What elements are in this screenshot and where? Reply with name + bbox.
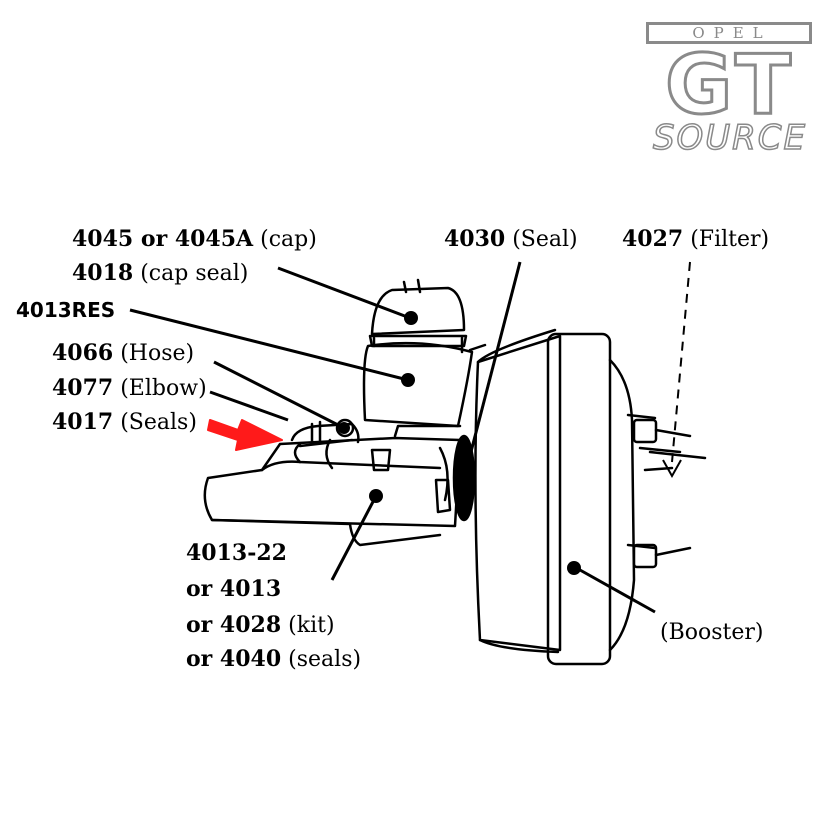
- leader-cap: [277, 266, 411, 320]
- label-cylinder-4013: or 4013: [186, 576, 282, 602]
- label-cylinder-seals: or 4040 (seals): [186, 646, 362, 672]
- leader-seal: [463, 261, 522, 476]
- leader-reservoir: [129, 308, 409, 382]
- label-filter: 4027 (Filter): [622, 226, 770, 252]
- opel-gt-source-logo: OPEL GT SOURCE: [632, 18, 828, 158]
- filter-arrowhead: [662, 459, 682, 479]
- label-cap-seal: 4018 (cap seal): [72, 260, 249, 286]
- leader-cylinder: [330, 495, 378, 581]
- label-cylinder-kit: or 4028 (kit): [186, 612, 335, 638]
- reservoir: [362, 336, 474, 428]
- logo-gt-text: GT: [664, 38, 795, 133]
- label-cap: 4045 or 4045A (cap): [72, 226, 317, 252]
- label-booster: (Booster): [660, 620, 764, 645]
- logo-opel-text: OPEL: [646, 22, 812, 44]
- leader-lines: [129, 261, 691, 614]
- leader-booster: [579, 568, 656, 614]
- label-seal-4030: 4030 (Seal): [444, 226, 578, 252]
- booster-drum: [468, 328, 692, 666]
- reservoir-cap: [368, 278, 468, 348]
- red-pointer-arrow: [207, 419, 283, 451]
- label-seals-4017: 4017 (Seals): [52, 409, 197, 435]
- label-reservoir: 4013RES: [16, 298, 116, 322]
- label-hose: 4066 (Hose): [52, 340, 195, 366]
- leader-dots: [338, 311, 581, 575]
- label-elbow: 4077 (Elbow): [52, 375, 207, 401]
- logo-source-text: SOURCE: [652, 118, 808, 158]
- leader-hose: [213, 360, 345, 430]
- leader-filter: [671, 261, 691, 463]
- leader-elbow: [209, 390, 289, 422]
- label-cylinder-4013-22: 4013-22: [186, 540, 287, 566]
